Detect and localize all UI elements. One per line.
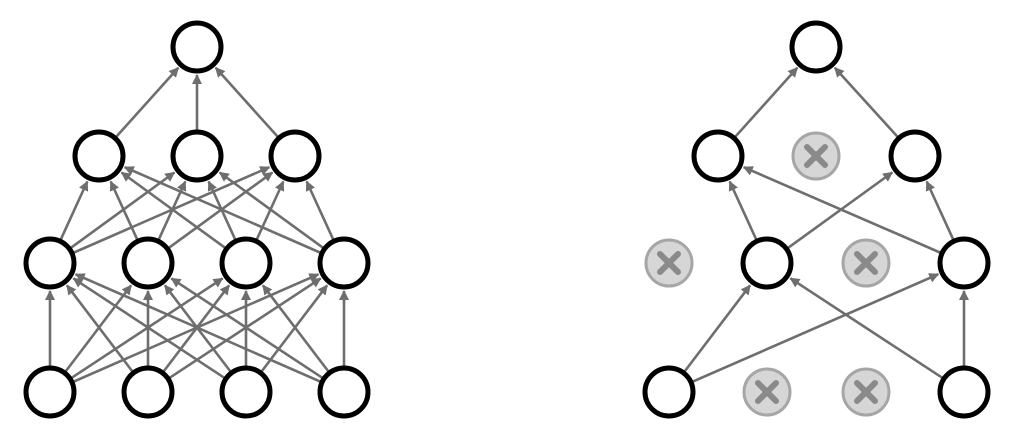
neuron-input [219,365,273,419]
neuron-hidden-1 [121,236,175,290]
thinned-network-panel [642,20,991,419]
connection-arrow [69,171,176,250]
connection-arrow [260,284,329,373]
neuron-hidden-1 [317,236,371,290]
connection-arrow [691,273,940,384]
x-mark-icon [854,380,878,404]
connection-arrow [167,171,274,250]
standard-network-edges [45,66,349,384]
connection-arrow [72,277,226,380]
neuron-input [317,365,371,419]
neuron-hidden-1 [23,236,77,290]
connection-arrow [728,180,758,241]
connection-arrow [925,180,955,241]
neuron-input [642,365,696,419]
neuron-output [789,20,843,74]
neuron-hidden-2 [691,129,745,183]
x-mark-icon [854,251,878,275]
connection-arrow [65,284,134,373]
connection-arrow [833,66,900,139]
neuron-input [121,365,175,419]
connection-arrow [786,171,894,250]
dropped-neuron-hidden-1 [841,238,891,288]
connection-arrow [683,284,752,373]
neuron-hidden-1 [219,236,273,290]
dropped-neuron-hidden-2 [791,131,841,181]
neuron-output [170,20,224,74]
connection-arrow [123,166,322,255]
connection-arrow [109,180,139,241]
neuron-hidden-2 [72,129,126,183]
x-mark-icon [657,251,681,275]
connection-arrow [742,166,942,255]
connection-arrow [170,277,324,380]
standard-network-nodes [23,20,371,419]
connection-arrow [157,180,187,241]
x-mark-icon [755,380,779,404]
connection-arrow [59,180,89,241]
connection-arrow [255,180,285,241]
dropped-neuron-input [742,367,792,417]
connection-arrow [218,171,325,250]
thinned-network-edges [683,66,969,384]
connection-arrow [162,284,231,373]
connection-arrow [214,66,280,139]
neuron-hidden-2 [888,129,942,183]
standard-network-panel [23,20,371,419]
connection-arrow [120,171,227,250]
neuron-input [937,365,991,419]
dropped-neuron-hidden-1 [644,238,694,288]
connection-arrow [789,277,944,380]
connection-arrow [74,273,322,384]
neuron-input [23,365,77,419]
dropped-neuron-input [841,367,891,417]
connection-arrow [114,66,180,139]
neuron-hidden-1 [937,236,991,290]
connection-arrow [733,66,799,139]
x-mark-icon [804,144,828,168]
connection-arrow [261,284,330,373]
connection-arrow [64,284,133,373]
neuron-hidden-2 [268,129,322,183]
neuron-hidden-2 [170,129,224,183]
thinned-network-nodes [642,20,991,419]
neuron-hidden-1 [740,236,794,290]
connection-arrow [305,180,335,241]
